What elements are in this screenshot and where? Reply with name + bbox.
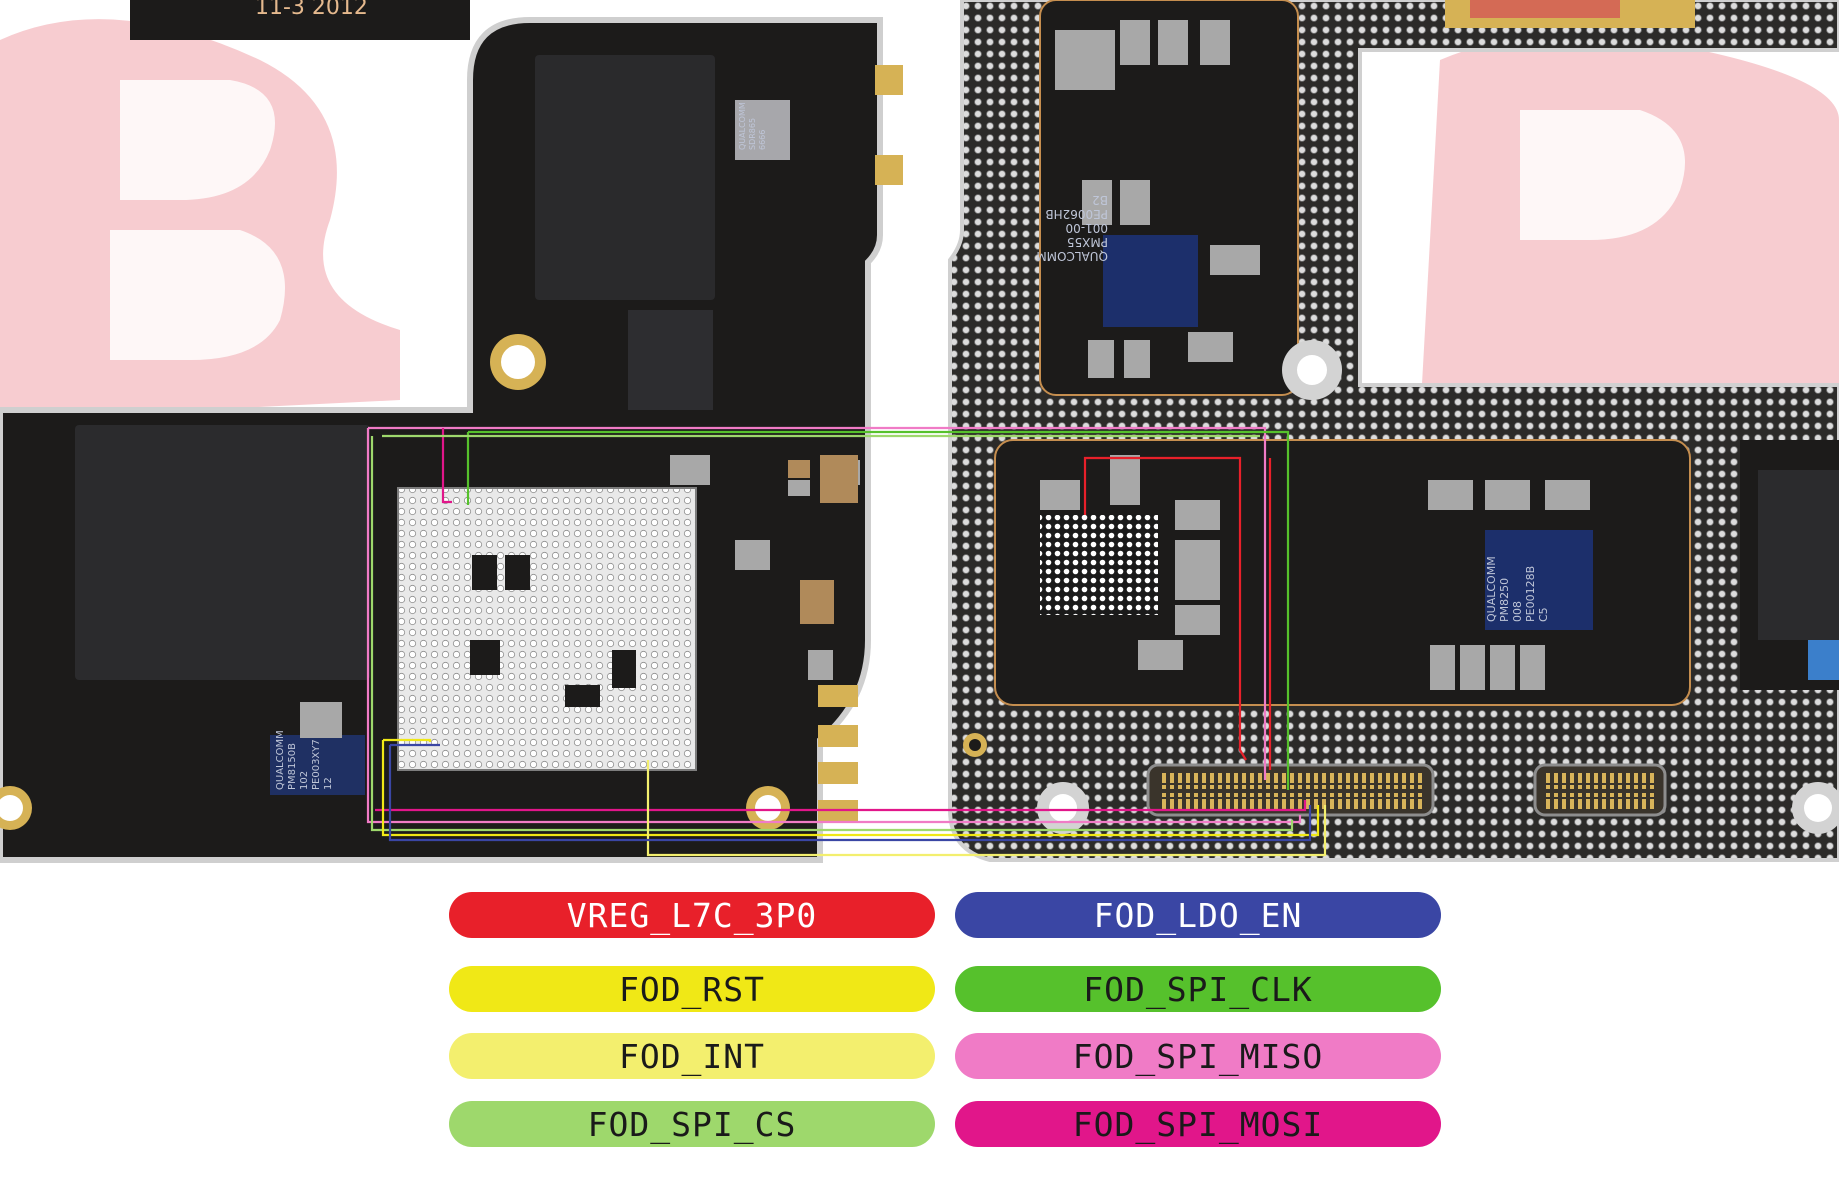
legend-ldo-en: FOD_LDO_EN: [955, 892, 1441, 938]
pmx55-label-line: B2: [1092, 193, 1108, 207]
pm8250-label-line: C5: [1537, 607, 1550, 622]
signal-legend: VREG_L7C_3P0 FOD_LDO_EN FOD_RST FOD_SPI_…: [0, 870, 1839, 1197]
legend-vreg-label: VREG_L7C_3P0: [566, 895, 818, 935]
watermark: [0, 19, 1839, 421]
memory-chip: [75, 425, 370, 680]
signal-traces: [366, 426, 1327, 857]
pmx55-chip: [1103, 235, 1198, 327]
top-small-chip-label-line: QUALCOMM: [738, 102, 747, 150]
pm8150b-label-line: QUALCOMM: [275, 730, 286, 790]
pcb-board-image: 11-3 2012: [0, 0, 1839, 863]
pm8150b-label-line: 12: [323, 777, 334, 790]
left-board: 11-3 2012: [0, 0, 903, 863]
pm8250-label-line: 008: [1511, 601, 1524, 622]
power-chip: [535, 55, 715, 300]
pm8150b-chip: [270, 735, 365, 795]
side-connector: [1533, 763, 1667, 817]
legend-spi-miso-label: FOD_SPI_MISO: [1072, 1036, 1324, 1076]
legend-int-label: FOD_INT: [618, 1036, 766, 1076]
pm8250-label-line: PM8250: [1498, 578, 1511, 622]
right-board: [948, 0, 1839, 862]
legend-spi-miso: FOD_SPI_MISO: [955, 1033, 1441, 1079]
pmx55-label-line: PMX55: [1067, 235, 1108, 249]
legend-vreg: VREG_L7C_3P0: [449, 892, 935, 938]
legend-rst-label: FOD_RST: [618, 969, 766, 1009]
legend-spi-mosi: FOD_SPI_MOSI: [955, 1101, 1441, 1147]
board-marking: 11-3 2012: [255, 0, 368, 20]
pmx55-label-line: PE0062HB: [1045, 207, 1108, 221]
pm8150b-label-line: PE003XY7: [311, 739, 322, 790]
legend-spi-cs-label: FOD_SPI_CS: [587, 1104, 797, 1144]
legend-spi-cs: FOD_SPI_CS: [449, 1101, 935, 1147]
small-qualcomm-chip: [735, 100, 790, 160]
fod-connector: [1146, 763, 1435, 817]
pm8150b-label-line: 102: [299, 771, 310, 790]
legend-rst: FOD_RST: [449, 966, 935, 1012]
legend-spi-clk: FOD_SPI_CLK: [955, 966, 1441, 1012]
pm8250-label-line: QUALCOMM: [1485, 556, 1498, 622]
soc-bga-pads: [397, 487, 697, 771]
legend-int: FOD_INT: [449, 1033, 935, 1079]
pmx55-label-line: QUALCOMM: [1036, 249, 1108, 263]
pm8150b-label-line: PM8150B: [287, 743, 298, 790]
legend-spi-clk-label: FOD_SPI_CLK: [1083, 969, 1313, 1009]
small-bga: [1040, 515, 1158, 615]
legend-ldo-en-label: FOD_LDO_EN: [1093, 895, 1303, 935]
legend-spi-mosi-label: FOD_SPI_MOSI: [1072, 1104, 1324, 1144]
pm8250-label-line: PE00128B: [1524, 566, 1537, 622]
pmx55-label-line: 001-00: [1065, 221, 1108, 235]
pm8250-chip: [1485, 530, 1593, 630]
top-small-chip-label-line: SDR865: [748, 118, 757, 150]
top-small-chip-label-line: 6666: [758, 130, 767, 150]
